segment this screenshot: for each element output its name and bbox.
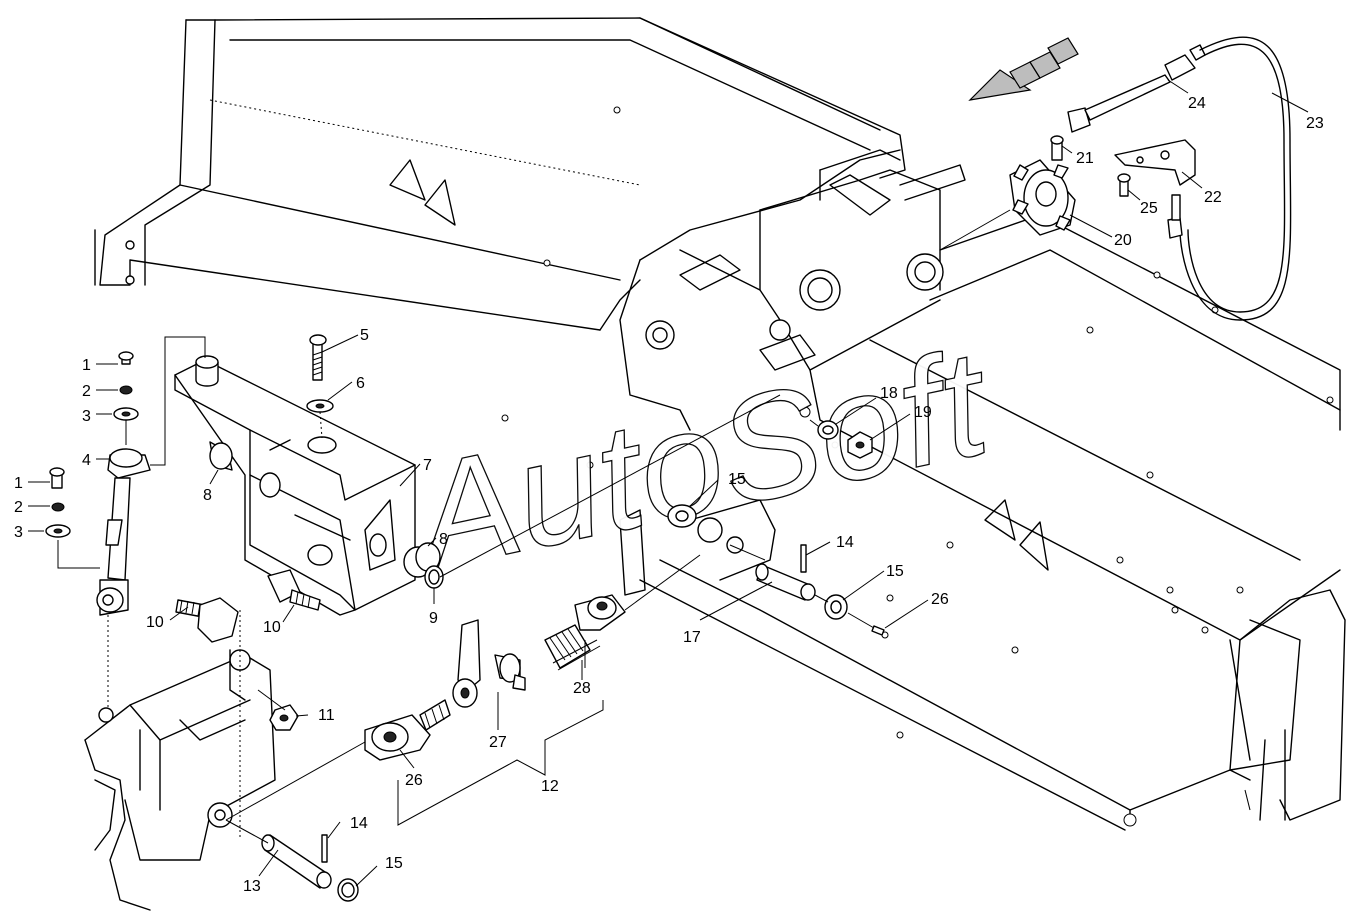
callout-20: 20 (1114, 232, 1132, 249)
callout-3-upper: 3 (82, 408, 91, 425)
callout-27: 27 (489, 734, 507, 751)
callout-23: 23 (1306, 115, 1324, 132)
part-5-6-bolt (306, 334, 334, 439)
callout-15-middle: 15 (728, 471, 746, 488)
callout-15-right: 15 (886, 563, 904, 580)
callout-7: 7 (423, 457, 432, 474)
callout-14-lower: 14 (350, 815, 368, 832)
part-10-11-bolts (175, 569, 321, 840)
machine-frame (84, 17, 1346, 911)
callout-26-lower: 26 (405, 772, 423, 789)
callout-1-upper: 1 (82, 357, 91, 374)
autosoft-watermark: AutoSoft (394, 317, 1005, 604)
callout-2-upper: 2 (82, 383, 91, 400)
callout-19: 19 (914, 404, 932, 421)
left-link-assembly (45, 336, 206, 710)
callout-11: 11 (318, 707, 335, 724)
callout-4: 4 (82, 452, 91, 469)
callout-21: 21 (1076, 150, 1094, 167)
callout-5: 5 (360, 327, 369, 344)
callout-labels: 1 2 3 4 1 2 3 5 6 7 8 8 9 10 10 11 12 13… (14, 95, 1324, 895)
callout-15-lower: 15 (385, 855, 403, 872)
part-17-pin-right (439, 394, 885, 636)
leader-lines (28, 79, 1309, 887)
callout-14-right: 14 (836, 534, 854, 551)
callout-9: 9 (429, 610, 438, 627)
callout-24: 24 (1188, 95, 1206, 112)
callout-8-right: 8 (439, 531, 448, 548)
callout-22: 22 (1204, 189, 1222, 206)
callout-12: 12 (541, 778, 559, 795)
callout-8-left: 8 (203, 487, 212, 504)
callout-10-left: 10 (146, 614, 164, 631)
callout-3-lower: 3 (14, 524, 23, 541)
part-13-pin-lower (225, 819, 359, 902)
travel-direction-arrow-icon (968, 37, 1079, 101)
callout-28: 28 (573, 680, 591, 697)
part-20-25-drive (939, 36, 1292, 321)
callout-13: 13 (243, 878, 261, 895)
callout-26-right: 26 (931, 591, 949, 608)
callout-25: 25 (1140, 200, 1158, 217)
part-12-link-rod (225, 554, 701, 826)
callout-6: 6 (356, 375, 365, 392)
part-7-bracket (174, 355, 444, 616)
callout-18: 18 (880, 385, 898, 402)
callout-1-lower: 1 (14, 475, 23, 492)
callout-2-lower: 2 (14, 499, 23, 516)
callout-10-right: 10 (263, 619, 281, 636)
callout-17: 17 (683, 629, 701, 646)
